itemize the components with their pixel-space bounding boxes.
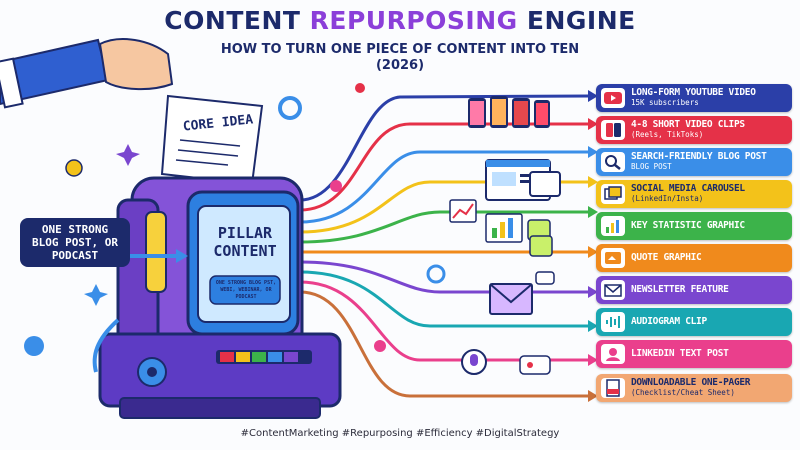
output-sub: (Checklist/Cheat Sheet) xyxy=(631,388,735,397)
output-sub: (Reels, TikToks) xyxy=(631,130,704,139)
title-part-2: REPURPOSING xyxy=(309,6,518,35)
page-subtitle: HOW TO TURN ONE PIECE OF CONTENT INTO TE… xyxy=(0,42,800,74)
heart-icon xyxy=(355,83,365,93)
output-label: LONG-FORM YOUTUBE VIDEO xyxy=(631,87,756,98)
output-audiogram: AUDIOGRAM CLIP xyxy=(596,308,792,336)
stats-tiles xyxy=(449,199,553,257)
pillar-content-sub: ONE STRONG BLOG PST, WEBI, WEBINAR, OR P… xyxy=(215,280,277,300)
title-part-3: ENGINE xyxy=(517,6,636,35)
youtube-icon xyxy=(601,88,625,108)
hand-with-paper xyxy=(0,38,264,186)
input-note: ONE STRONG BLOG POST, OR PODCAST xyxy=(20,218,130,267)
output-label: QUOTE GRAPHIC xyxy=(631,252,702,263)
engine-machine xyxy=(98,176,342,419)
magnifier-icon xyxy=(601,152,625,172)
quote-icon xyxy=(601,248,625,268)
subtitle-line-1: HOW TO TURN ONE PIECE OF CONTENT INTO TE… xyxy=(220,42,580,57)
pillar-content-title: PILLAR CONTENT xyxy=(213,224,277,260)
envelope-tile xyxy=(489,271,555,315)
input-arrowhead xyxy=(176,249,188,263)
output-label: NEWSLETTER FEATURE xyxy=(631,284,729,295)
subtitle-line-2: (2026) xyxy=(375,58,425,73)
gear-icon-2 xyxy=(426,264,446,284)
gear-icon xyxy=(278,96,302,120)
phones-cluster xyxy=(468,96,550,128)
loop-arrow xyxy=(92,318,120,373)
carousel-icon xyxy=(601,184,625,204)
output-label: SEARCH-FRIENDLY BLOG POST xyxy=(631,151,767,162)
profile-icon xyxy=(601,344,625,364)
output-quote-graphic: QUOTE GRAPHIC xyxy=(596,244,792,272)
waveform-icon xyxy=(601,312,625,332)
flow-lines xyxy=(298,94,592,398)
output-linkedin-post: LINKEDIN TEXT POST xyxy=(596,340,792,368)
output-sub: BLOG POST xyxy=(631,162,672,171)
sparkle-icon-2 xyxy=(84,284,108,306)
heart-icon-2 xyxy=(330,180,342,192)
like-icon xyxy=(24,336,44,356)
heart-icon-3 xyxy=(374,340,386,352)
chart-icon xyxy=(601,216,625,236)
page-title: CONTENT REPURPOSING ENGINE xyxy=(0,6,800,35)
output-short-clips: 4-8 SHORT VIDEO CLIPS(Reels, TikToks) xyxy=(596,116,792,144)
output-label: DOWNLOADABLE ONE-PAGER xyxy=(631,377,751,388)
output-sub: (LinkedIn/Insta) xyxy=(631,194,704,203)
output-label: KEY STATISTIC GRAPHIC xyxy=(631,220,745,231)
title-part-1: CONTENT xyxy=(164,6,310,35)
sparkle-icon xyxy=(116,144,140,166)
phone-clips-icon xyxy=(601,120,625,140)
output-carousel: SOCIAL MEDIA CAROUSEL(LinkedIn/Insta) xyxy=(596,180,792,208)
output-one-pager: DOWNLOADABLE ONE-PAGER(Checklist/Cheat S… xyxy=(596,374,792,402)
hashtags: #ContentMarketing #Repurposing #Efficien… xyxy=(240,428,560,439)
flow-arrowheads xyxy=(588,90,598,402)
output-label: 4-8 SHORT VIDEO CLIPS xyxy=(631,119,745,130)
lightbulb-icon xyxy=(65,159,83,177)
output-statistic-graphic: KEY STATISTIC GRAPHIC xyxy=(596,212,792,240)
output-label: AUDIOGRAM CLIP xyxy=(631,316,707,327)
browser-tiles xyxy=(485,159,561,201)
output-newsletter: NEWSLETTER FEATURE xyxy=(596,276,792,304)
output-label: SOCIAL MEDIA CAROUSEL xyxy=(631,183,745,194)
envelope-icon xyxy=(601,280,625,300)
decorations xyxy=(24,83,446,356)
microphone-tile xyxy=(461,349,551,375)
pdf-icon xyxy=(601,378,625,398)
output-sub: 15K subscribers xyxy=(631,98,699,107)
output-label: LINKEDIN TEXT POST xyxy=(631,348,729,359)
